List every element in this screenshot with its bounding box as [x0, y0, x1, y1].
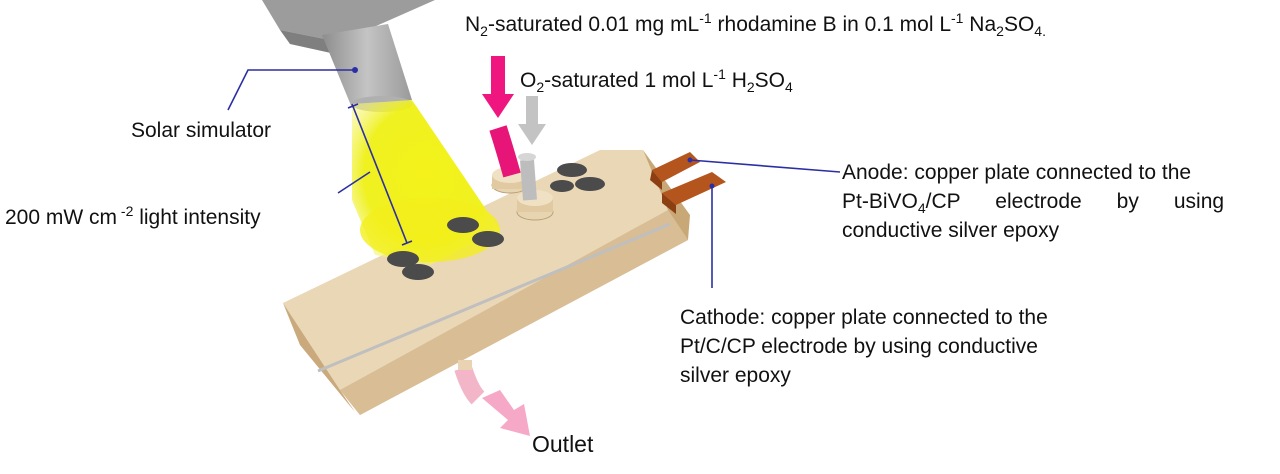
cathode-label: Cathode: copper plate connected to the P…: [680, 303, 1132, 390]
cathode-label-line2: Pt/C/CP electrode by using conductive: [680, 335, 1038, 358]
cathode-copper-plate: [662, 172, 726, 214]
o2-inlet-tube: [520, 159, 537, 201]
n2-feed-label: N2-saturated 0.01 mg mL-1 rhodamine B in…: [465, 10, 1046, 40]
o2-feed-arrow: [518, 96, 546, 145]
reactor-fittings: [387, 163, 605, 280]
cathode-label-line1: Cathode: copper plate connected to the: [680, 306, 1048, 329]
outlet-label: Outlet: [532, 431, 594, 457]
solar-simulator-label: Solar simulator: [131, 119, 272, 142]
light-intensity-label: 200 mW cm -2 light intensity: [5, 203, 261, 229]
n2-inlet-tube: [489, 125, 521, 178]
reactor-block: [283, 150, 690, 415]
o2-feed-label: O2-saturated 1 mol L-1 H2SO4: [520, 66, 793, 96]
lamp-tube: [322, 24, 413, 112]
leader-lines: [227, 69, 841, 288]
solar-simulator-housing: [262, 0, 435, 55]
anode-label-line1: Anode: copper plate connected to the: [842, 161, 1192, 184]
anode-label-line3: conductive silver epoxy: [842, 219, 1060, 242]
outlet-tube: [454, 360, 485, 405]
cathode-label-line3: silver epoxy: [680, 364, 791, 387]
anode-label: Anode: copper plate connected to the Pt-…: [842, 158, 1268, 245]
anode-label-line2: Pt-BiVO4/CP electrode by using: [842, 190, 1225, 217]
n2-feed-arrow: [482, 56, 514, 118]
outlet-arrow: [482, 390, 530, 436]
